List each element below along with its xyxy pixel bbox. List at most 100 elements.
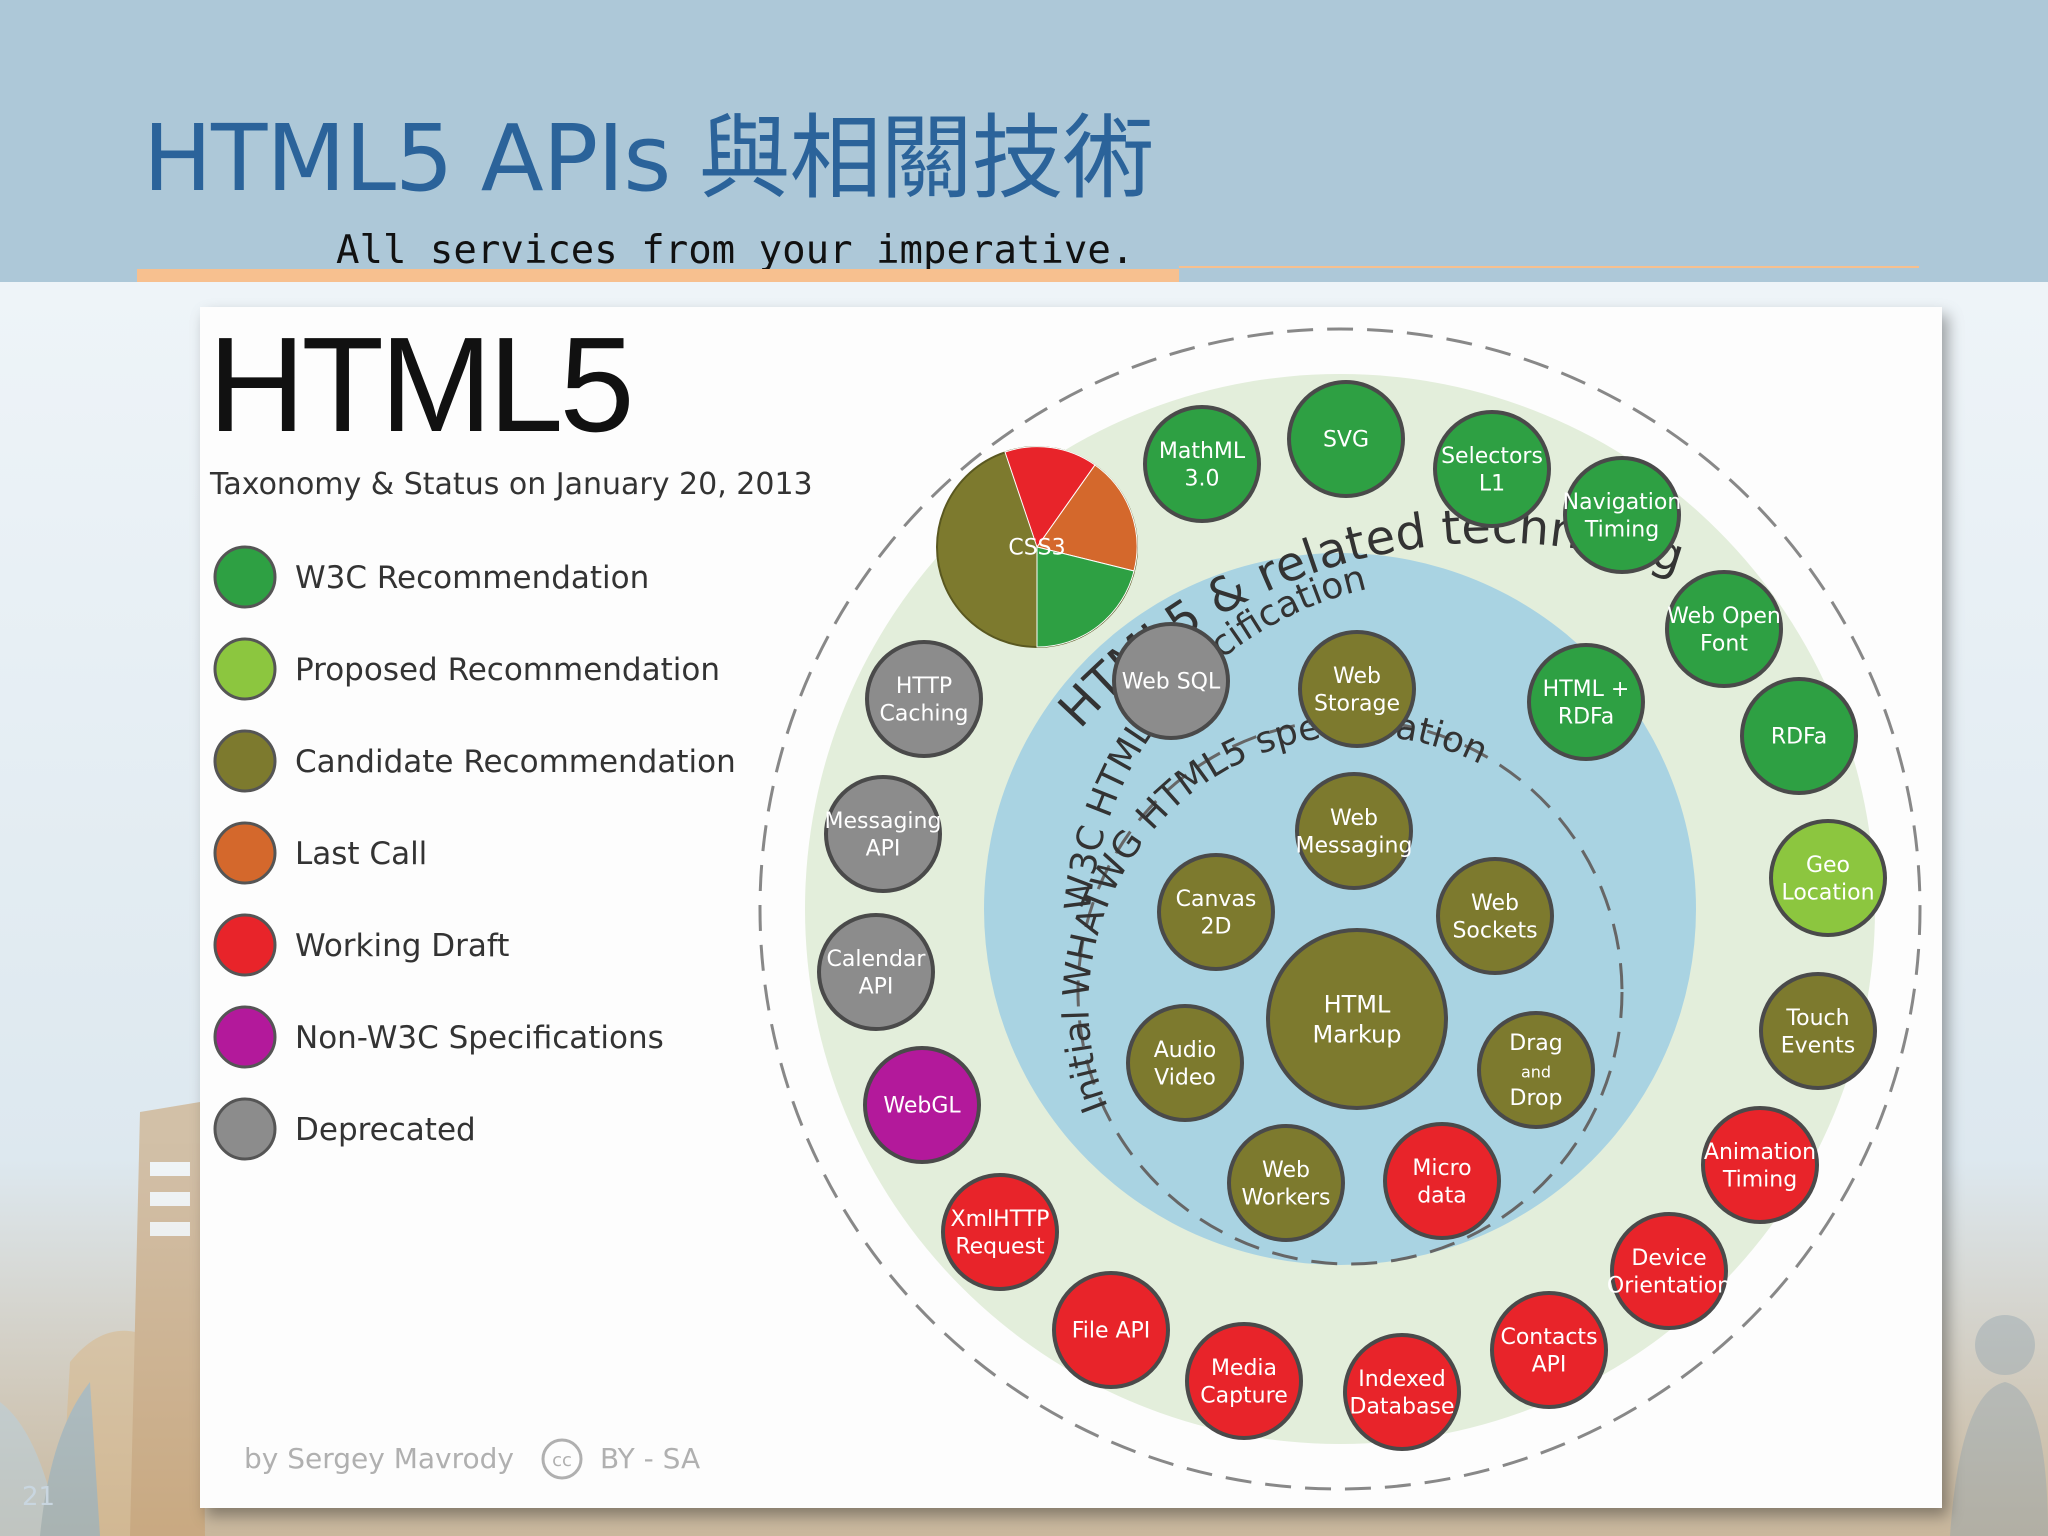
tech-node-label: MathML (1159, 439, 1246, 464)
tech-node-circle (1287, 380, 1405, 498)
legend-swatch (213, 1097, 277, 1161)
tech-node: RDFa (1740, 677, 1858, 795)
tech-node: File API (1052, 1271, 1170, 1389)
tech-node-label: Timing (1584, 517, 1659, 542)
tech-node-circle (1436, 857, 1554, 975)
tech-node-label: HTML (1324, 990, 1391, 1018)
taxonomy-diagram: HTML5 Taxonomy & Status on January 20, 2… (200, 307, 1922, 1491)
tech-node: CSS3 (1008, 536, 1065, 561)
legend-label: Non-W3C Specifications (295, 1020, 664, 1056)
tech-node-label: Geo (1806, 853, 1850, 878)
tech-node-circle (863, 1046, 981, 1164)
tech-node-label: File API (1072, 1319, 1151, 1344)
title-underline-bar (137, 269, 1179, 282)
tech-node-label: Timing (1722, 1167, 1797, 1192)
tech-node-label: data (1417, 1183, 1467, 1208)
tech-node-circle (1665, 570, 1783, 688)
tech-node-circle (1563, 456, 1681, 574)
slide-number: 21 (22, 1482, 56, 1512)
building-illustration (0, 1102, 205, 1536)
legend-label: Proposed Recommendation (295, 652, 720, 688)
tech-node-label: Canvas (1176, 887, 1257, 912)
tech-node-label: XmlHTTP (951, 1207, 1050, 1232)
tech-node-label: Web (1471, 891, 1519, 916)
legend-item: W3C Recommendation (213, 545, 649, 609)
tech-node-label: Capture (1200, 1383, 1287, 1408)
legend-item: Non-W3C Specifications (213, 1005, 664, 1069)
legend-label: Candidate Recommendation (295, 744, 736, 780)
tech-node-label: 3.0 (1185, 466, 1220, 491)
outer-ring-border (758, 327, 1922, 1491)
tech-node-circle (1185, 1322, 1303, 1440)
tech-node-label: Web (1262, 1158, 1310, 1183)
tech-node-label: Audio (1154, 1038, 1217, 1063)
tech-node-circle (1490, 1291, 1608, 1409)
tech-node-circle (824, 775, 942, 893)
tech-node-label: Markup (1313, 1020, 1402, 1048)
tech-node-circle (1477, 1011, 1595, 1129)
tech-node-label: Navigation (1563, 490, 1682, 515)
tech-node-label: Messaging (825, 809, 942, 834)
credit-line: by Sergey Mavrody cc BY - SA (244, 1438, 700, 1480)
tech-node-label: Database (1350, 1394, 1455, 1419)
legend-label: Deprecated (295, 1112, 476, 1148)
tech-node-label: Sockets (1452, 918, 1537, 943)
tech-node-label: Contacts (1500, 1325, 1597, 1350)
legend-label: Last Call (295, 836, 427, 872)
tech-node-label: Workers (1242, 1185, 1331, 1210)
legend-swatch (213, 729, 277, 793)
legend-item: Deprecated (213, 1097, 476, 1161)
tech-node-label: Web Open (1667, 604, 1781, 629)
technology-nodes: CSS3MathML3.0SVGSelectorsL1NavigationTim… (817, 380, 1887, 1451)
tech-node-label: CSS3 (1008, 536, 1065, 561)
tech-node-circle (1701, 1106, 1819, 1224)
tech-node-circle (1527, 643, 1645, 761)
credit-license: BY - SA (600, 1442, 700, 1475)
credit-author: by Sergey Mavrody (244, 1442, 514, 1475)
css3-status-pie (936, 446, 1138, 648)
tech-node-label: Web SQL (1122, 670, 1221, 695)
tech-node-circle (1769, 819, 1887, 937)
legend-item: Last Call (213, 821, 427, 885)
tech-node-label: Web (1333, 664, 1381, 689)
tech-node-circle (1157, 853, 1275, 971)
tech-node-label: Location (1781, 880, 1874, 905)
tech-node-label: HTTP (896, 674, 952, 699)
tech-node-circle (1759, 972, 1877, 1090)
tech-node-label: API (866, 836, 901, 861)
tech-node-circle (1112, 622, 1230, 740)
tech-node-label: 2D (1201, 914, 1232, 939)
cc-badge-text: cc (552, 1450, 572, 1471)
tech-node-circle (1343, 1333, 1461, 1451)
tech-node: HTML +RDFa (1527, 643, 1645, 761)
title-underline-line (1179, 266, 1919, 268)
tech-node-label: Touch (1785, 1006, 1849, 1031)
cc-license-icon (541, 1438, 583, 1480)
legend-item: Working Draft (213, 913, 509, 977)
legend-swatch (213, 913, 277, 977)
tech-node-label: Font (1700, 631, 1748, 656)
legend-swatch (213, 637, 277, 701)
tech-node-circle (817, 913, 935, 1031)
tech-node-circle (941, 1173, 1059, 1291)
html5-taxonomy-figure: HTML5 Taxonomy & Status on January 20, 2… (200, 307, 1942, 1508)
tech-node-label: Micro (1412, 1156, 1471, 1181)
tech-node-label: Device (1631, 1246, 1706, 1271)
tech-node-label: Request (955, 1234, 1045, 1259)
tech-node-label: HTML + (1543, 677, 1630, 702)
